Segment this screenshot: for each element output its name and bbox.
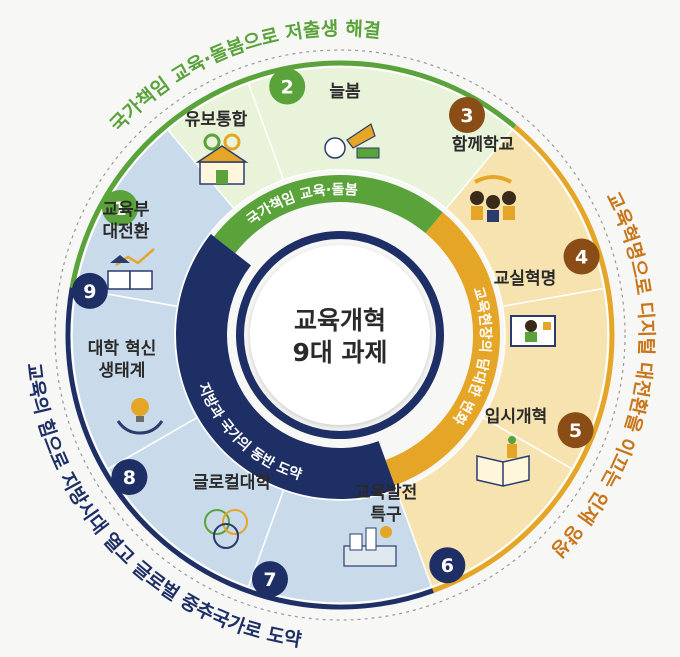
task-number: 7 [263,569,276,591]
trumpet-ball-icon [324,123,380,159]
teacher-screen-icon [510,315,556,347]
task-number-badge [111,459,148,496]
task-5: 5 입시개혁 [476,406,594,487]
task-number: 1 [113,198,126,220]
students-handshake-icon [470,175,516,222]
task-label-line1: 유보통합 [185,109,248,130]
handshake-building-icon [195,133,249,185]
task-2: 2 늘봄 [269,68,380,159]
task-label-line1: 글로컬대학 [193,473,272,493]
task-number: 4 [575,247,588,269]
book-growth-chart-icon [107,248,155,290]
city-map-icon [343,526,397,567]
task-label-line2: 생태계 [99,361,146,381]
task-label-line2: 특구 [370,505,402,525]
task-number-badge [269,68,306,105]
task-number-badge [102,190,139,226]
task-number: 8 [123,467,136,489]
outer-dashed-ring [54,49,626,621]
inner-band-orange [385,212,500,486]
task-4: 4 교실혁명 [494,238,600,347]
task-label-line1: 교육발전 [355,483,418,503]
inner-band-green [213,175,443,254]
center-title-line1: 교육개혁 [294,306,386,335]
task-label-line1: 대학 혁신 [88,338,156,359]
ring-bands [175,175,500,499]
task-number-badge [251,561,288,598]
green-outer-border [69,60,517,289]
center-title-line2: 9대 과제 [292,338,387,367]
task-label-line2: 대전환 [103,222,150,242]
task-label-line1: 교육부 [103,200,150,220]
task-number: 3 [460,105,473,127]
task-number: 6 [441,555,454,577]
venn-circles-icon [204,509,248,549]
lightbulb-hands-icon [116,398,164,435]
task-number: 2 [281,77,294,99]
task-number-badge [563,238,600,275]
center-circle [250,245,430,425]
open-book-icon [476,436,530,487]
task-number-badge [557,412,594,449]
task-label-line1: 늘봄 [329,82,361,102]
orange-outer-border [432,124,615,593]
task-number: 9 [83,281,96,303]
task-number-badge [449,97,485,134]
task-number-badge [71,272,108,309]
navy-outer-border [65,287,434,610]
task-label-line1: 입시개혁 [485,406,548,427]
task-number-badge [429,547,466,584]
task-number: 5 [569,420,582,442]
task-label-line1: 교실혁명 [494,268,557,289]
task-3: 3 함께학교 [449,97,516,222]
inner-band-navy [175,234,397,499]
task-7: 7 글로컬대학 [193,473,288,598]
task-1: 1 유보통합 [102,109,249,226]
center-ring [236,231,444,439]
task-label-line1: 함께학교 [452,134,515,155]
